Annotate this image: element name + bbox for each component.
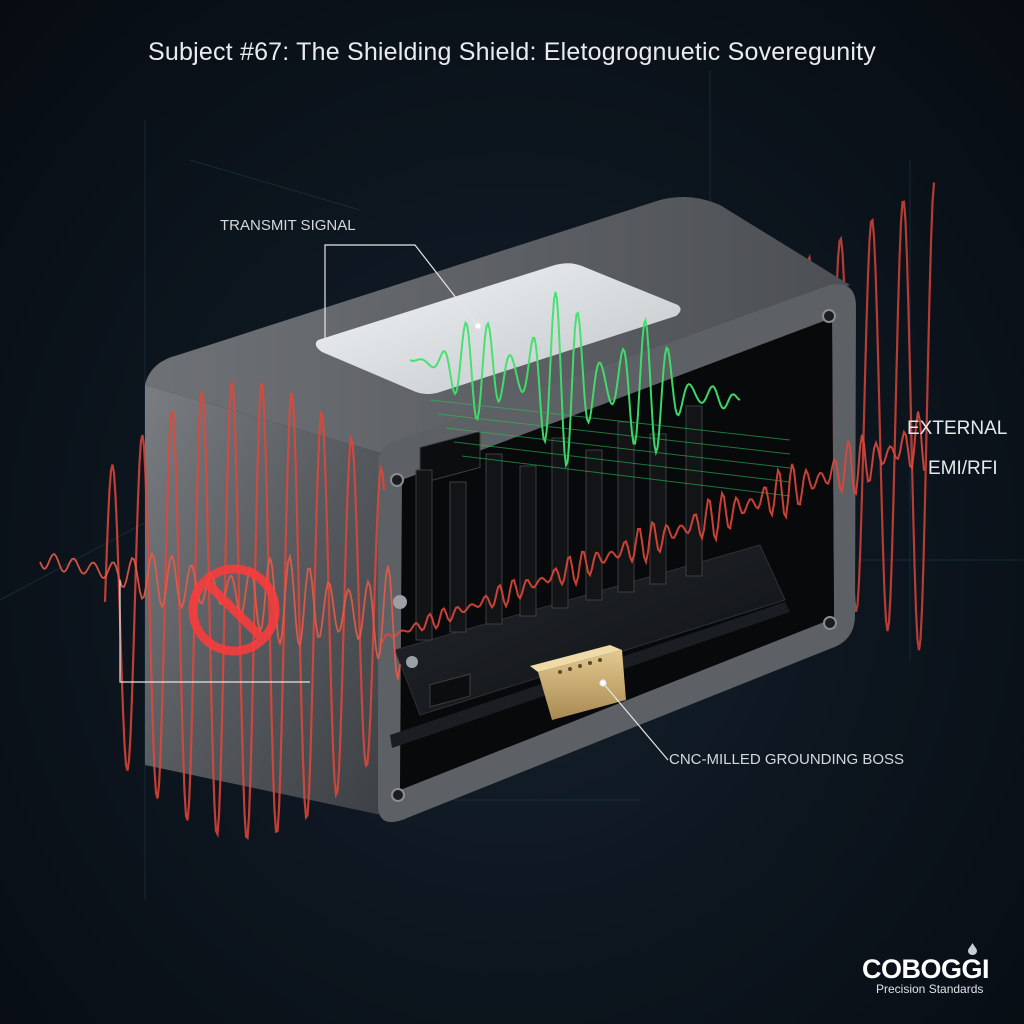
capacitor [406,656,418,668]
brand-logo: COBOGGI [862,954,990,984]
frame-screws [390,309,837,802]
connector-pin [585,449,603,601]
page-title: Subject #67: The Shielding Shield: Eleto… [148,38,876,66]
grounding-boss [530,645,626,720]
signal-grid-line [445,427,791,469]
external-emi-label-line2: EMI/RFI [928,458,998,479]
connector-pin [649,433,667,585]
transmit-signal-wave [409,291,741,469]
external-emi-wave-interior [379,411,925,646]
transmit-signal-grid [429,399,791,497]
transmit-window [315,263,681,394]
no-entry-icon [188,564,280,656]
signal-grid-line [453,441,791,483]
enclosure-front-frame [378,284,856,823]
connector-pin [415,469,433,641]
transmit-signal-label: TRANSMIT SIGNAL [220,217,356,234]
callout-lines [119,244,669,761]
signal-grid-line [429,399,791,441]
external-emi-label-line1: EXTERNAL [907,418,1008,439]
connector-pin [485,453,503,625]
external-emi-wave-incoming [39,551,401,680]
connector-pin [617,421,635,593]
connector-pin [519,465,537,617]
water-drop-icon [968,943,977,955]
connector-pin [449,481,467,633]
board-components [419,430,481,708]
signal-grid-line [461,455,791,497]
connector-pin [685,405,703,577]
signal-grid-line [437,413,791,455]
connector-pin [551,437,569,609]
brand-tagline: Precision Standards [876,982,984,996]
grounding-boss-label: CNC-MILLED GROUNDING BOSS [669,751,905,768]
capacitor [393,595,407,609]
circuit-board [394,544,786,716]
